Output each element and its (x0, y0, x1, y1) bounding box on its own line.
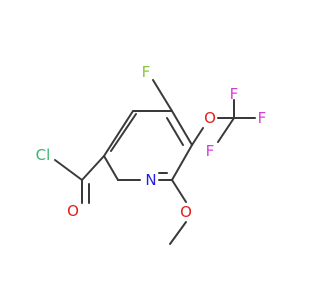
bond-c4-f (152, 79, 173, 112)
bond-c6-c5 (103, 110, 134, 157)
bonds (54, 79, 256, 245)
bond-c3-o (191, 127, 204, 146)
atom-f-left: F (206, 142, 215, 160)
bond-c4-c3-inner (166, 117, 184, 146)
atom-o3: O (204, 109, 216, 127)
atom-f-top: F (230, 85, 239, 103)
atom-o2: O (180, 203, 192, 221)
atom-labels: F O F F F Cl O N O (36, 63, 267, 221)
atom-n: N (145, 171, 156, 189)
bond-c4-c3 (171, 110, 193, 146)
bond-o-me (169, 221, 187, 245)
bond-c2-o (171, 179, 187, 203)
bond-cf3-fbottom (217, 117, 235, 143)
bond-c6-ring (103, 155, 119, 181)
atom-cl: Cl (36, 146, 51, 164)
bond-c6-c5-inner (110, 113, 137, 152)
atom-f4: F (142, 63, 151, 81)
bond-c3-c2 (171, 144, 193, 181)
atom-o-carbonyl: O (67, 202, 79, 220)
bond-carbonyl-cl (54, 159, 83, 181)
atom-f-right: F (258, 109, 267, 127)
bond-c6-carbonyl (81, 155, 105, 181)
molecule-structure: F O F F F Cl O N O (36, 63, 267, 245)
